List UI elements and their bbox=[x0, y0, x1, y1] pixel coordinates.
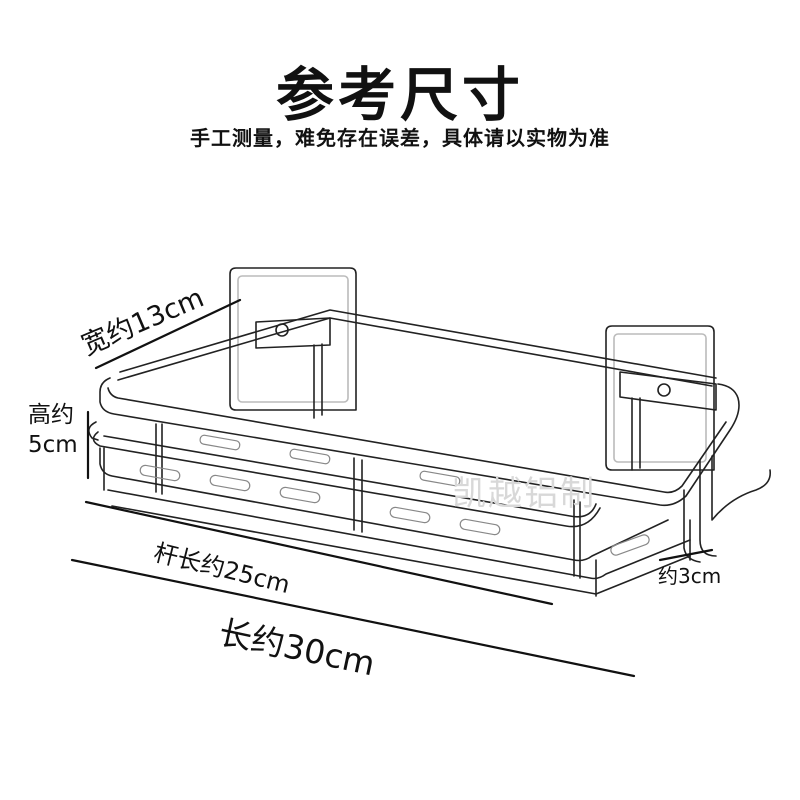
watermark-text: 凯越铝制 bbox=[452, 474, 596, 514]
length-dimension-line bbox=[70, 558, 636, 678]
width-dimension-line bbox=[94, 298, 242, 370]
height-label: 高约 5cm bbox=[28, 400, 78, 460]
height-label-line1: 高约 bbox=[28, 402, 74, 428]
hook-dimension-line bbox=[658, 548, 714, 562]
mount-plate-left bbox=[229, 267, 357, 411]
mount-plate-right bbox=[605, 325, 715, 471]
rod-dimension-line bbox=[84, 500, 554, 606]
page-title: 参考尺寸 bbox=[275, 61, 524, 129]
page-subtitle: 手工测量，难免存在误差，具体请以实物为准 bbox=[190, 126, 610, 150]
hook-label: 约3cm bbox=[658, 564, 722, 588]
height-label-line2: 5cm bbox=[28, 432, 78, 458]
